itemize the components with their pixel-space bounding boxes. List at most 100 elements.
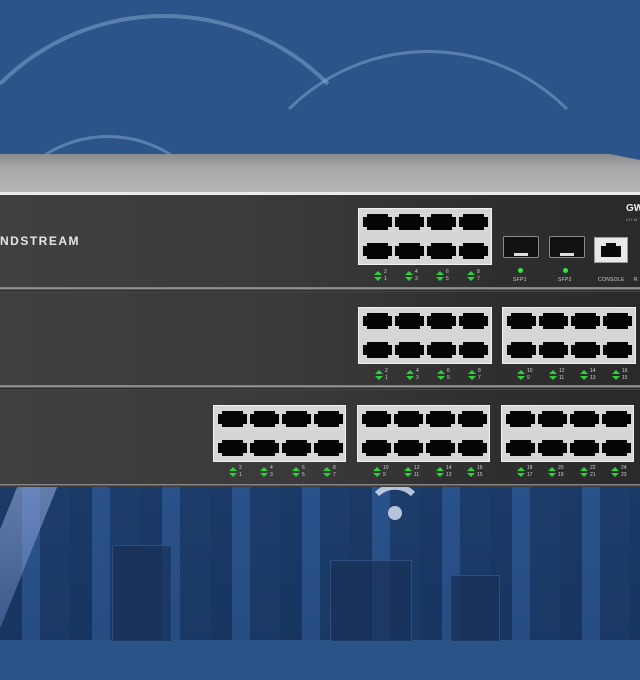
- ethernet-port-block: [502, 307, 636, 364]
- sfp1-led: [518, 268, 523, 273]
- ethernet-port[interactable]: [218, 440, 247, 456]
- ethernet-port[interactable]: [602, 411, 631, 427]
- ethernet-port[interactable]: [459, 342, 488, 358]
- sfp-port-2[interactable]: [549, 236, 585, 258]
- ethernet-port[interactable]: [570, 440, 599, 456]
- ethernet-port[interactable]: [571, 342, 600, 358]
- ethernet-port[interactable]: [362, 440, 391, 456]
- switch-top-front-panel: [0, 195, 640, 287]
- ethernet-port[interactable]: [363, 214, 392, 230]
- rack-bottom-edge: [0, 484, 640, 487]
- ethernet-port[interactable]: [427, 214, 456, 230]
- ethernet-port[interactable]: [459, 243, 488, 259]
- signal-arc: [230, 50, 626, 446]
- ethernet-port[interactable]: [395, 214, 424, 230]
- signal-arc: [0, 135, 226, 371]
- ethernet-port[interactable]: [458, 440, 487, 456]
- rack-separator: [0, 287, 640, 292]
- console-label: CONSOLE: [598, 277, 625, 283]
- ethernet-port[interactable]: [282, 411, 311, 427]
- ethernet-port[interactable]: [571, 313, 600, 329]
- ethernet-port[interactable]: [363, 342, 392, 358]
- ethernet-port[interactable]: [459, 214, 488, 230]
- model-subtitle: L2+ M: [626, 217, 638, 222]
- ethernet-port[interactable]: [250, 411, 279, 427]
- ethernet-port[interactable]: [603, 313, 632, 329]
- ethernet-port[interactable]: [218, 411, 247, 427]
- console-port[interactable]: [594, 237, 628, 263]
- ethernet-port-block: [358, 307, 492, 364]
- sfp2-led: [563, 268, 568, 273]
- building: [112, 545, 172, 642]
- ethernet-port[interactable]: [394, 440, 423, 456]
- ethernet-port[interactable]: [427, 243, 456, 259]
- ethernet-port[interactable]: [395, 313, 424, 329]
- ethernet-port-block: [501, 405, 634, 462]
- sfp2-label: SFP2: [558, 277, 572, 283]
- model-name: GW: [626, 203, 640, 214]
- ethernet-port[interactable]: [395, 342, 424, 358]
- ethernet-port[interactable]: [363, 243, 392, 259]
- ethernet-port[interactable]: [538, 411, 567, 427]
- ethernet-port[interactable]: [363, 313, 392, 329]
- ethernet-port[interactable]: [459, 313, 488, 329]
- ethernet-port[interactable]: [506, 440, 535, 456]
- ethernet-port[interactable]: [539, 313, 568, 329]
- sfp-port-1[interactable]: [503, 236, 539, 258]
- city-skyline: [0, 480, 640, 640]
- ethernet-port[interactable]: [314, 440, 343, 456]
- ethernet-port[interactable]: [506, 411, 535, 427]
- ethernet-port[interactable]: [603, 342, 632, 358]
- ethernet-port[interactable]: [458, 411, 487, 427]
- ethernet-port[interactable]: [507, 313, 536, 329]
- switch-top-lid: [0, 154, 640, 192]
- switch-lid-edge: [0, 192, 640, 195]
- rack-separator: [0, 385, 640, 390]
- ethernet-port[interactable]: [394, 411, 423, 427]
- ethernet-port[interactable]: [426, 440, 455, 456]
- ethernet-port[interactable]: [395, 243, 424, 259]
- ethernet-port-block: [213, 405, 346, 462]
- reset-label: R: [634, 277, 638, 283]
- ethernet-port[interactable]: [282, 440, 311, 456]
- ethernet-port-block: [357, 405, 490, 462]
- ethernet-port[interactable]: [602, 440, 631, 456]
- ethernet-port[interactable]: [314, 411, 343, 427]
- building: [450, 575, 500, 642]
- ethernet-port[interactable]: [362, 411, 391, 427]
- ethernet-port[interactable]: [427, 313, 456, 329]
- ethernet-port[interactable]: [538, 440, 567, 456]
- ethernet-port[interactable]: [570, 411, 599, 427]
- ethernet-port[interactable]: [539, 342, 568, 358]
- building: [330, 560, 412, 642]
- ethernet-port[interactable]: [507, 342, 536, 358]
- sfp1-label: SFP1: [513, 277, 527, 283]
- brand-logo: NDSTREAM: [0, 234, 80, 248]
- ethernet-port-block: [358, 208, 492, 265]
- ethernet-port[interactable]: [426, 411, 455, 427]
- ethernet-port[interactable]: [250, 440, 279, 456]
- ethernet-port[interactable]: [427, 342, 456, 358]
